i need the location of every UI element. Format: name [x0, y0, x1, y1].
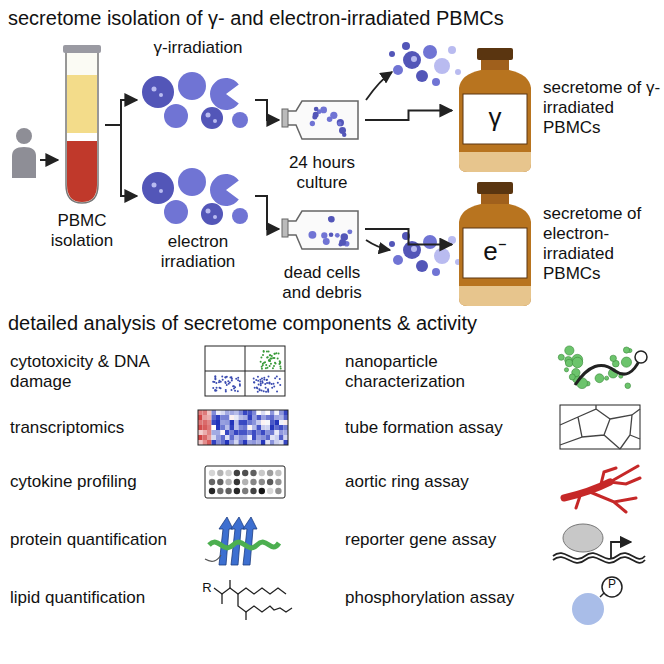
blood-tube: PBMC isolation [62, 45, 102, 205]
arrow-connector [105, 100, 137, 125]
bottle-symbol: γ [463, 103, 527, 132]
assay-label: reporter gene assay [345, 530, 545, 550]
phosphorylation-icon [572, 577, 622, 625]
secretome-bottle: γsecretome of γ-irradiated PBMCs [455, 48, 535, 173]
heatmap-icon [198, 410, 288, 445]
aortic-ring-icon [564, 466, 640, 512]
arrow [40, 159, 58, 161]
node-label: 24 hours culture [274, 153, 370, 193]
formula-letter: R [200, 580, 214, 596]
node-label: dead cells and debris [270, 263, 374, 303]
protein-icon [205, 517, 279, 565]
debris-cluster [389, 232, 461, 276]
bottle-symbol: e⁻ [463, 237, 527, 266]
arrow-connector [365, 111, 452, 121]
arrow [366, 72, 392, 100]
person-icon [12, 128, 36, 178]
nanoparticle-icon [558, 346, 647, 389]
culture-flask-shape [282, 205, 362, 253]
culture-flask-shape [282, 95, 362, 145]
flow-cytometry-icon [205, 346, 285, 396]
culture-flask: dead cells and debris [282, 205, 362, 253]
secretome-bottle: e⁻secretome of electron-irradiated PBMCs [455, 182, 535, 307]
arrow-connector [255, 196, 279, 229]
reporter-gene-icon [553, 524, 645, 563]
assay-label: cytokine profiling [10, 472, 195, 492]
cell-group: γ-irradiation [140, 70, 252, 130]
node-label: secretome of γ-irradiated PBMCs [543, 78, 663, 138]
arrow-connector [365, 229, 452, 245]
node-label: secretome of electron-irradiated PBMCs [543, 204, 663, 284]
node-label: PBMC isolation [34, 211, 130, 251]
cell-group-shape [140, 166, 252, 226]
arrow-connector [105, 125, 137, 196]
assay-label: tube formation assay [345, 418, 545, 438]
cytokine-array-icon [205, 466, 285, 498]
cell-group-shape [140, 70, 252, 130]
assay-label: lipid quantification [10, 588, 195, 608]
assay-label: protein quantification [10, 530, 195, 550]
debris-cluster [389, 42, 461, 86]
node-label: γ-irradiation [136, 38, 260, 58]
arrow [366, 240, 390, 250]
node-label: electron irradiation [136, 232, 260, 272]
tube-network-icon [560, 405, 640, 449]
assay-label: nanoparticle characterization [345, 352, 545, 392]
arrow-connector [255, 100, 279, 120]
title: secretome isolation of γ- and electron-i… [8, 6, 504, 30]
culture-flask: 24 hours culture [282, 95, 362, 145]
assay-label: phosphorylation assay [345, 588, 545, 608]
section-heading: detailed analysis of secretome component… [8, 312, 648, 335]
assay-label: aortic ring assay [345, 472, 545, 492]
assay-label: transcriptomics [10, 418, 195, 438]
blood-tube-shape [62, 45, 102, 205]
cell-group: electron irradiation [140, 166, 252, 226]
assay-label: cytotoxicity & DNA damage [10, 352, 195, 392]
lipid-structure-icon [214, 580, 292, 620]
phosphate-letter: P [605, 577, 619, 592]
